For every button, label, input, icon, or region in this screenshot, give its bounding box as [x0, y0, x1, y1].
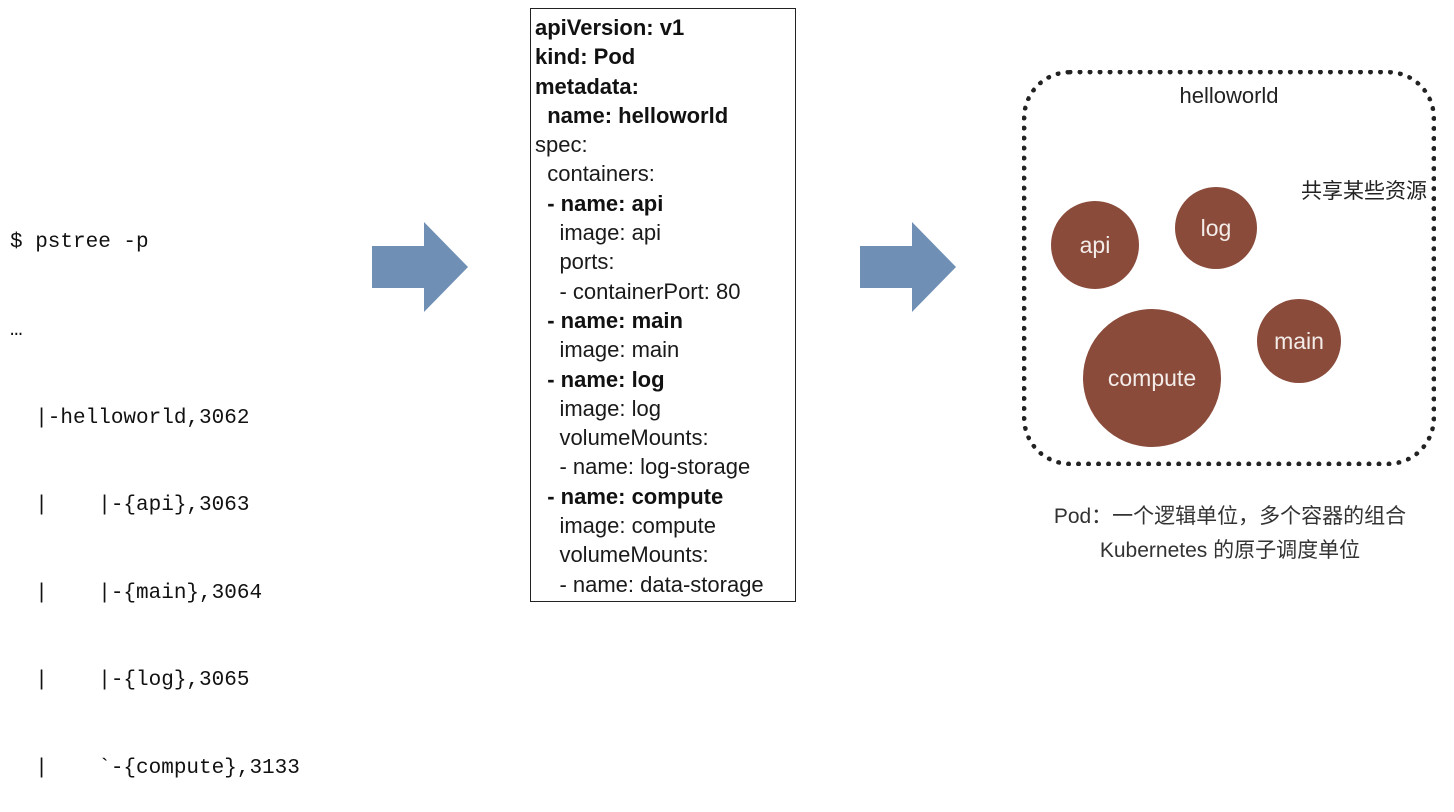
yaml-line: containers: [535, 161, 655, 187]
pod-boundary: helloworld 共享某些资源 api log main compute [1022, 70, 1436, 466]
pstree-line: … [10, 319, 23, 342]
yaml-line: - name: main [535, 307, 683, 333]
arrow-shape [372, 222, 468, 312]
caption-line-1: Pod：一个逻辑单位，多个容器的组合 [1053, 505, 1407, 528]
pod-title: helloworld [1179, 83, 1279, 108]
container-api: api [1051, 201, 1139, 289]
right-arrow-icon [372, 222, 468, 312]
pstree-output: $ pstree -p … |-helloworld,3062 | |-{api… [10, 170, 300, 812]
yaml-line: - name: log [535, 366, 665, 392]
yaml-line: kind: Pod [535, 44, 636, 70]
container-compute: compute [1083, 309, 1221, 447]
yaml-line: spec: [535, 132, 588, 158]
container-log: log [1175, 187, 1257, 269]
pstree-line: | `-{compute},3133 [10, 756, 300, 780]
yaml-line: image: main [535, 337, 680, 363]
yaml-line: image: compute [535, 513, 716, 539]
yaml-line: name: helloworld [535, 102, 729, 128]
yaml-line: - name: compute [535, 483, 724, 509]
pstree-line: $ pstree -p [10, 231, 149, 255]
yaml-line: ports: [535, 249, 615, 275]
yaml-line: image: api [535, 220, 661, 246]
yaml-line: image: log [535, 395, 661, 421]
pstree-line: | |-{api},3063 [10, 494, 250, 518]
yaml-line: apiVersion: v1 [535, 15, 685, 40]
yaml-line: - name: data-storage [535, 571, 764, 597]
pstree-line: | |-{log},3065 [10, 669, 250, 693]
yaml-line: volumeMounts: [535, 425, 709, 451]
yaml-line: - name: api [535, 190, 664, 216]
yaml-line: - containerPort: 80 [535, 278, 741, 304]
shared-resources-label: 共享某些资源 [1301, 180, 1427, 203]
yaml-line: volumeMounts: [535, 542, 709, 568]
pstree-line: | |-{main},3064 [10, 581, 263, 605]
caption-line-2: Kubernetes 的原子调度单位 [1099, 539, 1361, 562]
pstree-line: |-helloworld,3062 [10, 406, 250, 430]
container-main: main [1257, 299, 1341, 383]
pod-yaml-spec: apiVersion: v1 kind: Pod metadata: name: h… [530, 8, 796, 602]
arrow-shape [860, 222, 956, 312]
yaml-line: metadata: [535, 73, 639, 99]
right-arrow-icon [860, 222, 956, 312]
yaml-line: - name: log-storage [535, 454, 751, 480]
